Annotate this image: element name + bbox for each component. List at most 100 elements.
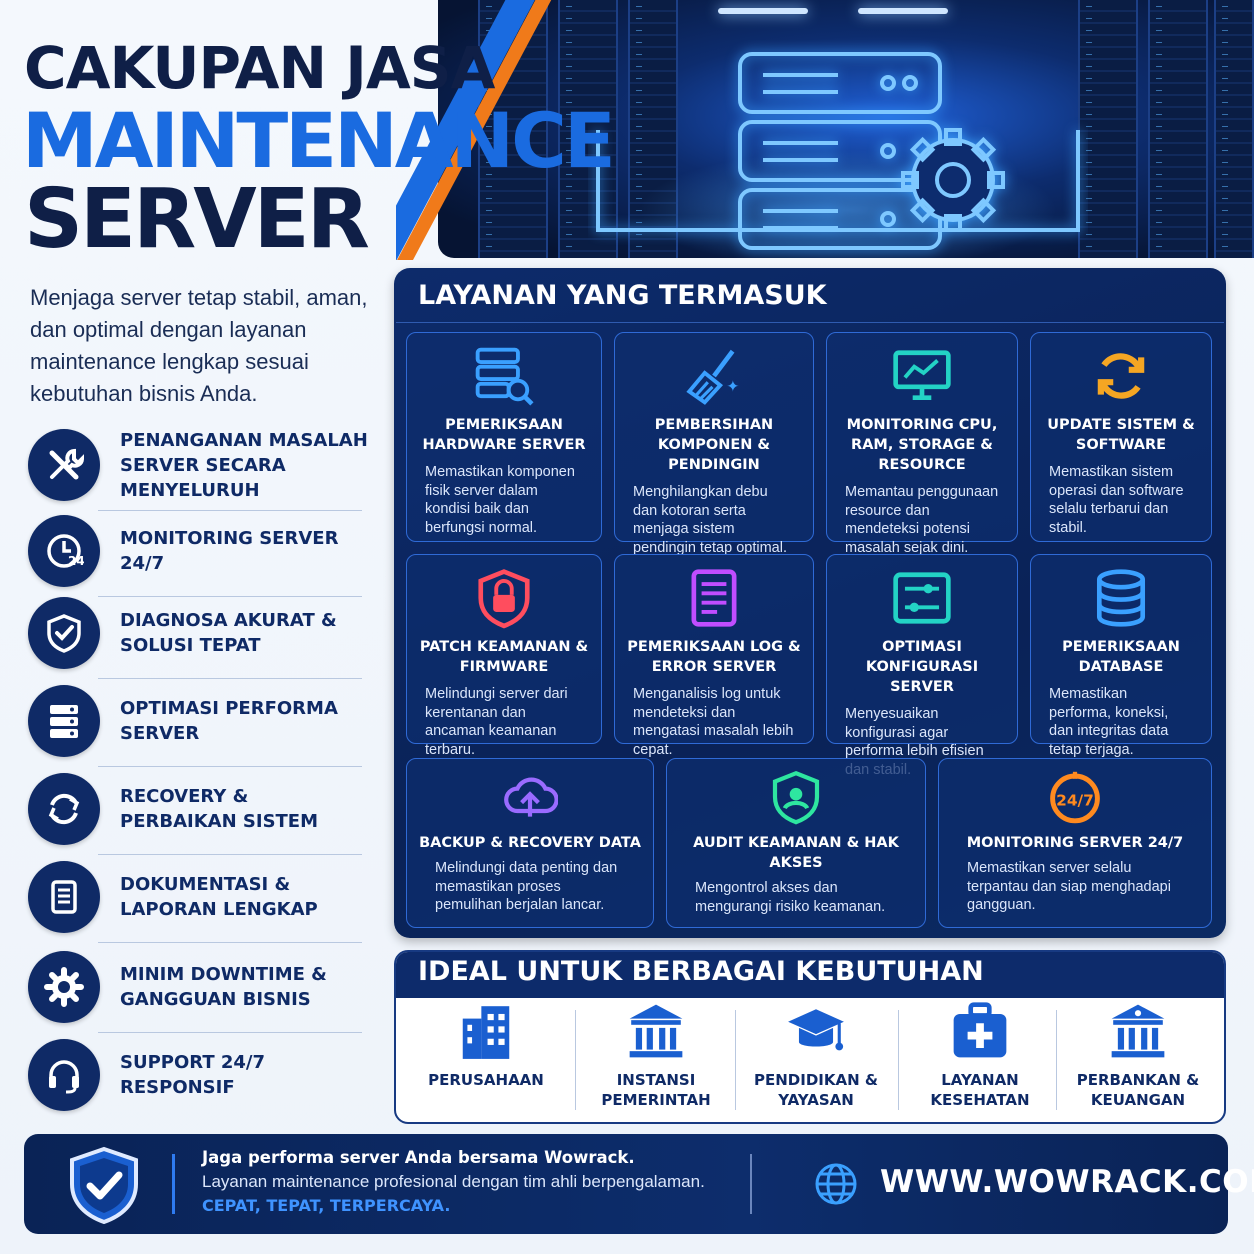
intro-text: Menjaga server tetap stabil, aman, dan o… — [30, 285, 368, 406]
shield-user-icon — [772, 770, 820, 825]
service-card: MONITORING CPU, RAM, STORAGE & RESOURCE … — [826, 332, 1018, 556]
feature-divider — [98, 942, 362, 943]
service-icon-wrap — [1041, 563, 1201, 633]
feature-icon-badge — [28, 773, 100, 845]
footer-divider — [750, 1154, 752, 1214]
service-title: MONITORING CPU, RAM, STORAGE & RESOURCE — [846, 417, 998, 473]
service-title: PEMERIKSAAN DATABASE — [1062, 639, 1180, 675]
clock-24-icon: 24 — [47, 534, 84, 568]
service-card: PEMERIKSAAN DATABASE Memastikan performa… — [1030, 554, 1212, 758]
service-title: MONITORING SERVER 24/7 — [966, 835, 1184, 851]
footer-divider — [172, 1154, 175, 1214]
feature-item: RECOVERY & PERBAIKAN SISTEM — [28, 772, 368, 846]
feature-item: SUPPORT 24/7 RESPONSIF — [28, 1038, 368, 1112]
service-icon-wrap — [837, 563, 1007, 633]
service-title: PEMBERSIHAN KOMPONEN & PENDINGIN — [654, 417, 774, 473]
service-description: Menganalisis log untuk mendeteksi dan me… — [633, 686, 794, 758]
service-title: OPTIMASI KONFIGURASI SERVER — [865, 639, 979, 695]
feature-divider — [98, 1032, 362, 1033]
ideal-label: PERBANKAN & KEUANGAN — [1076, 1071, 1200, 1109]
server-gear-icon — [596, 52, 1080, 250]
clock-24-icon: 24/7 — [1050, 771, 1100, 824]
gear-icon — [44, 967, 84, 1007]
feature-icon-badge — [28, 685, 100, 757]
service-description: Mengontrol akses dan mengurangi risiko k… — [695, 880, 886, 915]
service-card: PATCH KEAMANAN & FIRMWARE Melindungi ser… — [406, 554, 602, 758]
ideal-label: LAYANAN KESEHATAN — [930, 1071, 1030, 1109]
feature-icon-badge — [28, 951, 100, 1023]
service-card: ✦ PEMBERSIHAN KOMPONEN & PENDINGIN Mengh… — [614, 332, 814, 556]
feature-label: MONITORING SERVER 24/7 — [120, 528, 339, 574]
sync-icon — [1097, 353, 1145, 399]
ideal-item: PENDIDIKAN & YAYASAN — [736, 1000, 896, 1116]
bank-icon — [1111, 1004, 1165, 1058]
feature-icon-badge — [28, 597, 100, 669]
broom-icon: ✦ — [686, 349, 739, 405]
document-icon — [51, 880, 77, 914]
service-description: Melindungi server dari kerentanan dan an… — [425, 686, 568, 758]
cloud-upload-icon — [504, 777, 558, 817]
feature-label: RECOVERY & PERBAIKAN SISTEM — [120, 786, 319, 832]
service-description: Menyesuaikan konfigurasi agar performa l… — [845, 706, 984, 778]
feature-item: MINIM DOWNTIME & GANGGUAN BISNIS — [28, 950, 368, 1024]
headset-icon — [49, 1060, 79, 1094]
service-card: OPTIMASI KONFIGURASI SERVER Menyesuaikan… — [826, 554, 1018, 778]
service-icon-wrap — [625, 563, 803, 633]
service-card: BACKUP & RECOVERY DATA Melindungi data p… — [406, 758, 654, 928]
server-search-icon — [475, 347, 534, 406]
hero-image — [438, 0, 1254, 258]
ideal-divider — [575, 1010, 576, 1110]
feature-divider — [98, 854, 362, 855]
shield-lock-icon — [478, 569, 530, 629]
footer-description: Layanan maintenance profesional dengan t… — [202, 1172, 705, 1191]
ideal-label: PERUSAHAAN — [428, 1071, 544, 1089]
feature-item: DIAGNOSA AKURAT & SOLUSI TEPAT — [28, 596, 368, 670]
feature-icon-badge — [28, 861, 100, 933]
service-icon-wrap — [837, 341, 1007, 411]
service-description: Memastikan sistem operasi dan software s… — [1049, 464, 1184, 536]
service-title: AUDIT KEAMANAN & HAK AKSES — [693, 835, 899, 871]
feature-divider — [98, 596, 362, 597]
service-description: Memastikan performa, koneksi, dan integr… — [1049, 686, 1169, 758]
title-line-1: CAKUPAN JASA — [24, 34, 495, 102]
feature-label: MINIM DOWNTIME & GANGGUAN BISNIS — [120, 964, 327, 1010]
feature-label: PENANGANAN MASALAH SERVER SECARA MENYELU… — [120, 429, 368, 501]
feature-label: DOKUMENTASI & LAPORAN LENGKAP — [120, 874, 318, 920]
service-title: UPDATE SISTEM & SOFTWARE — [1047, 417, 1195, 453]
ideal-divider — [898, 1010, 899, 1110]
service-card: AUDIT KEAMANAN & HAK AKSES Mengontrol ak… — [666, 758, 926, 928]
service-description: Melindungi data penting dan memastikan p… — [435, 860, 618, 913]
tools-icon — [49, 448, 84, 480]
database-icon — [1096, 569, 1146, 627]
website-link[interactable]: WWW.WOWRACK.COM — [880, 1164, 1254, 1200]
feature-item: OPTIMASI PERFORMA SERVER — [28, 684, 368, 758]
footer-slogan: CEPAT, TEPAT, TERPERCAYA. — [202, 1196, 451, 1215]
server-icon — [50, 705, 78, 738]
feature-icon-badge: 24 — [28, 515, 100, 587]
service-icon-wrap — [1041, 341, 1201, 411]
refresh-icon — [48, 793, 80, 825]
service-card: UPDATE SISTEM & SOFTWARE Memastikan sist… — [1030, 332, 1212, 542]
ideal-label: PENDIDIKAN & YAYASAN — [754, 1071, 878, 1109]
ideal-item: INSTANSI PEMERINTAH — [576, 1000, 736, 1116]
service-description: Memastikan server selalu terpantau dan s… — [967, 860, 1171, 913]
svg-text:✦: ✦ — [726, 379, 739, 396]
service-card: PEMERIKSAAN LOG & ERROR SERVER Menganali… — [614, 554, 814, 758]
feature-item: DOKUMENTASI & LAPORAN LENGKAP — [28, 860, 368, 934]
feature-item: 24 MONITORING SERVER 24/7 — [28, 514, 368, 588]
service-description: Menghilangkan debu dan kotoran serta men… — [633, 484, 787, 556]
title-line-3: SERVER — [24, 172, 370, 267]
divider — [396, 322, 1224, 323]
service-description: Memantau penggunaan resource dan mendete… — [845, 484, 999, 556]
service-title: PEMERIKSAAN LOG & ERROR SERVER — [627, 639, 801, 675]
feature-item: PENANGANAN MASALAH SERVER SECARA MENYELU… — [28, 428, 368, 502]
service-title: PATCH KEAMANAN & FIRMWARE — [419, 639, 589, 675]
government-icon — [629, 1004, 683, 1058]
service-icon-wrap: ✦ — [625, 341, 803, 411]
sliders-icon — [893, 572, 951, 624]
svg-text:24: 24 — [68, 554, 84, 568]
feature-divider — [98, 678, 362, 679]
feature-label: OPTIMASI PERFORMA SERVER — [120, 698, 338, 744]
ideal-label: INSTANSI PEMERINTAH — [601, 1071, 711, 1109]
service-description: Memastikan komponen fisik server dalam k… — [425, 464, 575, 536]
